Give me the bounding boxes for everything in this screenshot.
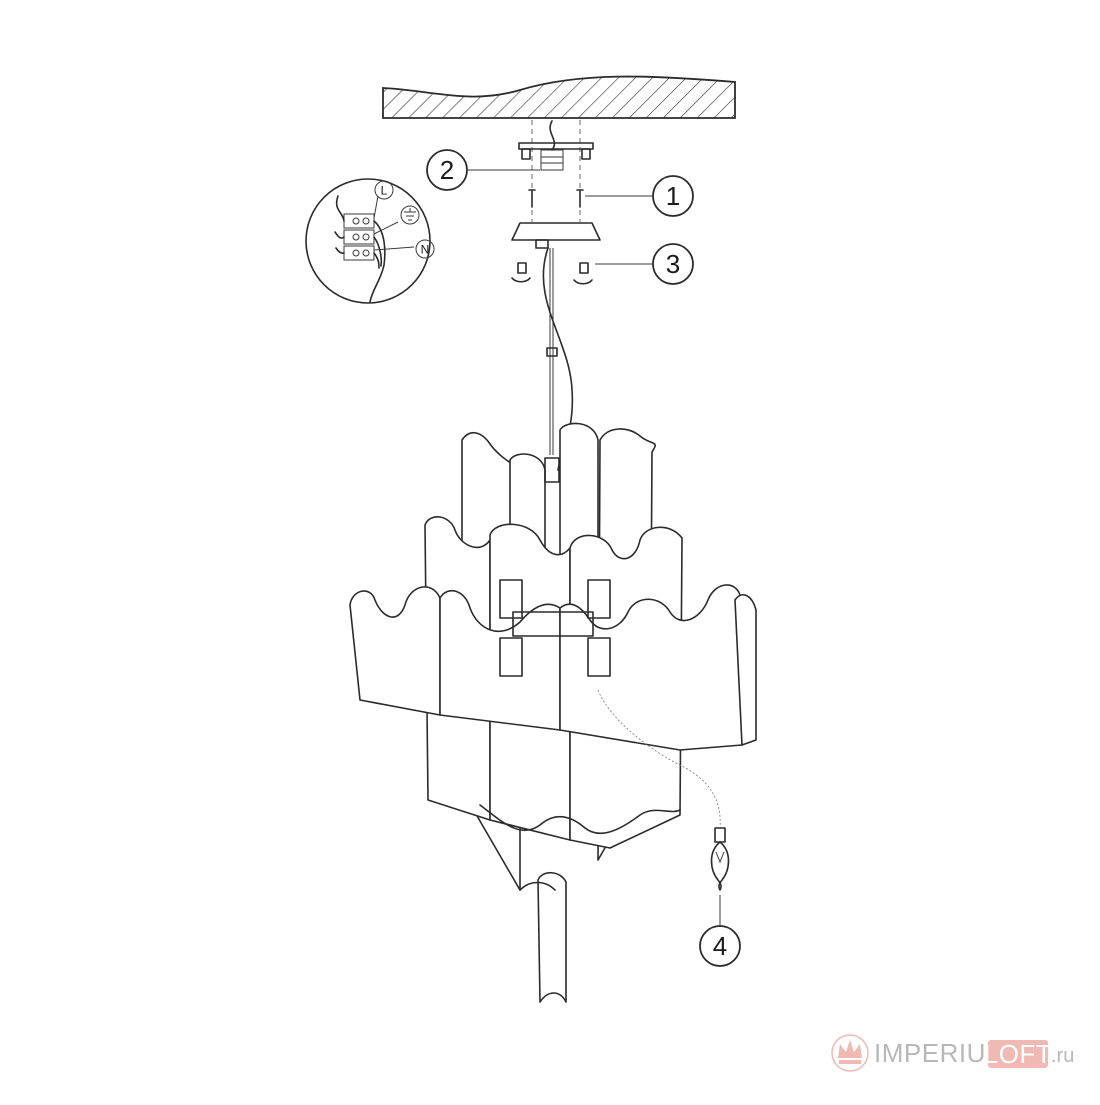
screw-set [528,189,584,208]
callout-2-label: 2 [440,155,454,185]
alignment-lines [531,120,581,222]
crown-logo-icon [831,1034,869,1072]
watermark-badge [988,1040,1048,1068]
mounting-bracket [518,120,594,171]
neutral-label: N [421,243,430,257]
canopy-nuts [511,262,593,285]
bulb-assembly [597,689,730,891]
callout-2: 2 [426,149,540,191]
callout-4-label: 4 [713,931,727,961]
live-label: L [381,184,388,198]
canopy [511,222,601,249]
terminal-label-neutral: N [415,239,435,259]
ceiling-section [382,75,736,119]
chandelier-body [349,422,757,1003]
callout-1-label: 1 [666,181,680,211]
watermark-domain: .ru [1051,1045,1074,1067]
terminal-label-live: L [374,180,394,200]
callout-1: 1 [585,175,694,217]
wiring-detail [305,178,431,304]
watermark-brand-part2: LOFT [984,1039,1052,1069]
callout-4: 4 [699,895,741,967]
earth-symbol [400,205,420,225]
callout-3: 3 [595,243,694,285]
watermark-brand-part1: IMPERIUM [874,1038,1008,1068]
watermark: IMPERIUM LOFT .ru [831,1034,1074,1072]
callout-3-label: 3 [666,249,680,279]
